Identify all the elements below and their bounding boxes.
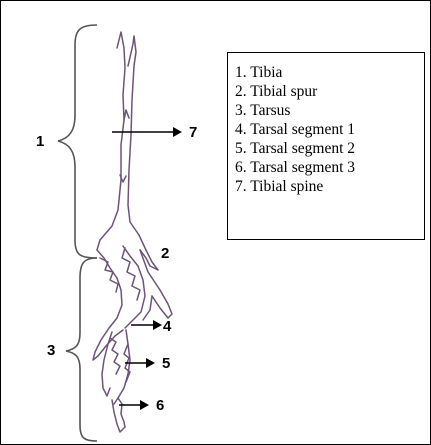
tibia-shape	[97, 32, 139, 250]
tarsal-segment-2-shape	[102, 330, 130, 404]
tarsal-segment-1-label: 4	[163, 318, 171, 335]
tibial-spine-label: 7	[189, 124, 197, 141]
legend-item-tibial-spur: 2. Tibial spur	[235, 82, 424, 101]
legend-box: 1. Tibia 2. Tibial spur 3. Tarsus 4. Tar…	[227, 52, 425, 240]
tarsal-segment-2-label: 5	[162, 355, 170, 372]
tibia-label: 1	[36, 133, 44, 150]
tarsus-label: 3	[47, 342, 55, 359]
legend-item-tarsal-segment-1: 4. Tarsal segment 1	[235, 120, 424, 139]
legend-item-tarsus: 3. Tarsus	[235, 101, 424, 120]
legend-item-tarsal-segment-3: 6. Tarsal segment 3	[235, 158, 424, 177]
tarsal-segment-1-shape	[93, 246, 152, 360]
tarsus-brace	[66, 258, 97, 441]
tibia-brace	[58, 25, 97, 258]
legend-item-tarsal-segment-2: 5. Tarsal segment 2	[235, 139, 424, 158]
legend-item-tibial-spine: 7. Tibial spine	[235, 177, 424, 196]
tarsal-segment-3-label: 6	[156, 397, 164, 414]
legend-item-tibia: 1. Tibia	[235, 63, 424, 82]
tibial-spur-label: 2	[161, 245, 169, 262]
